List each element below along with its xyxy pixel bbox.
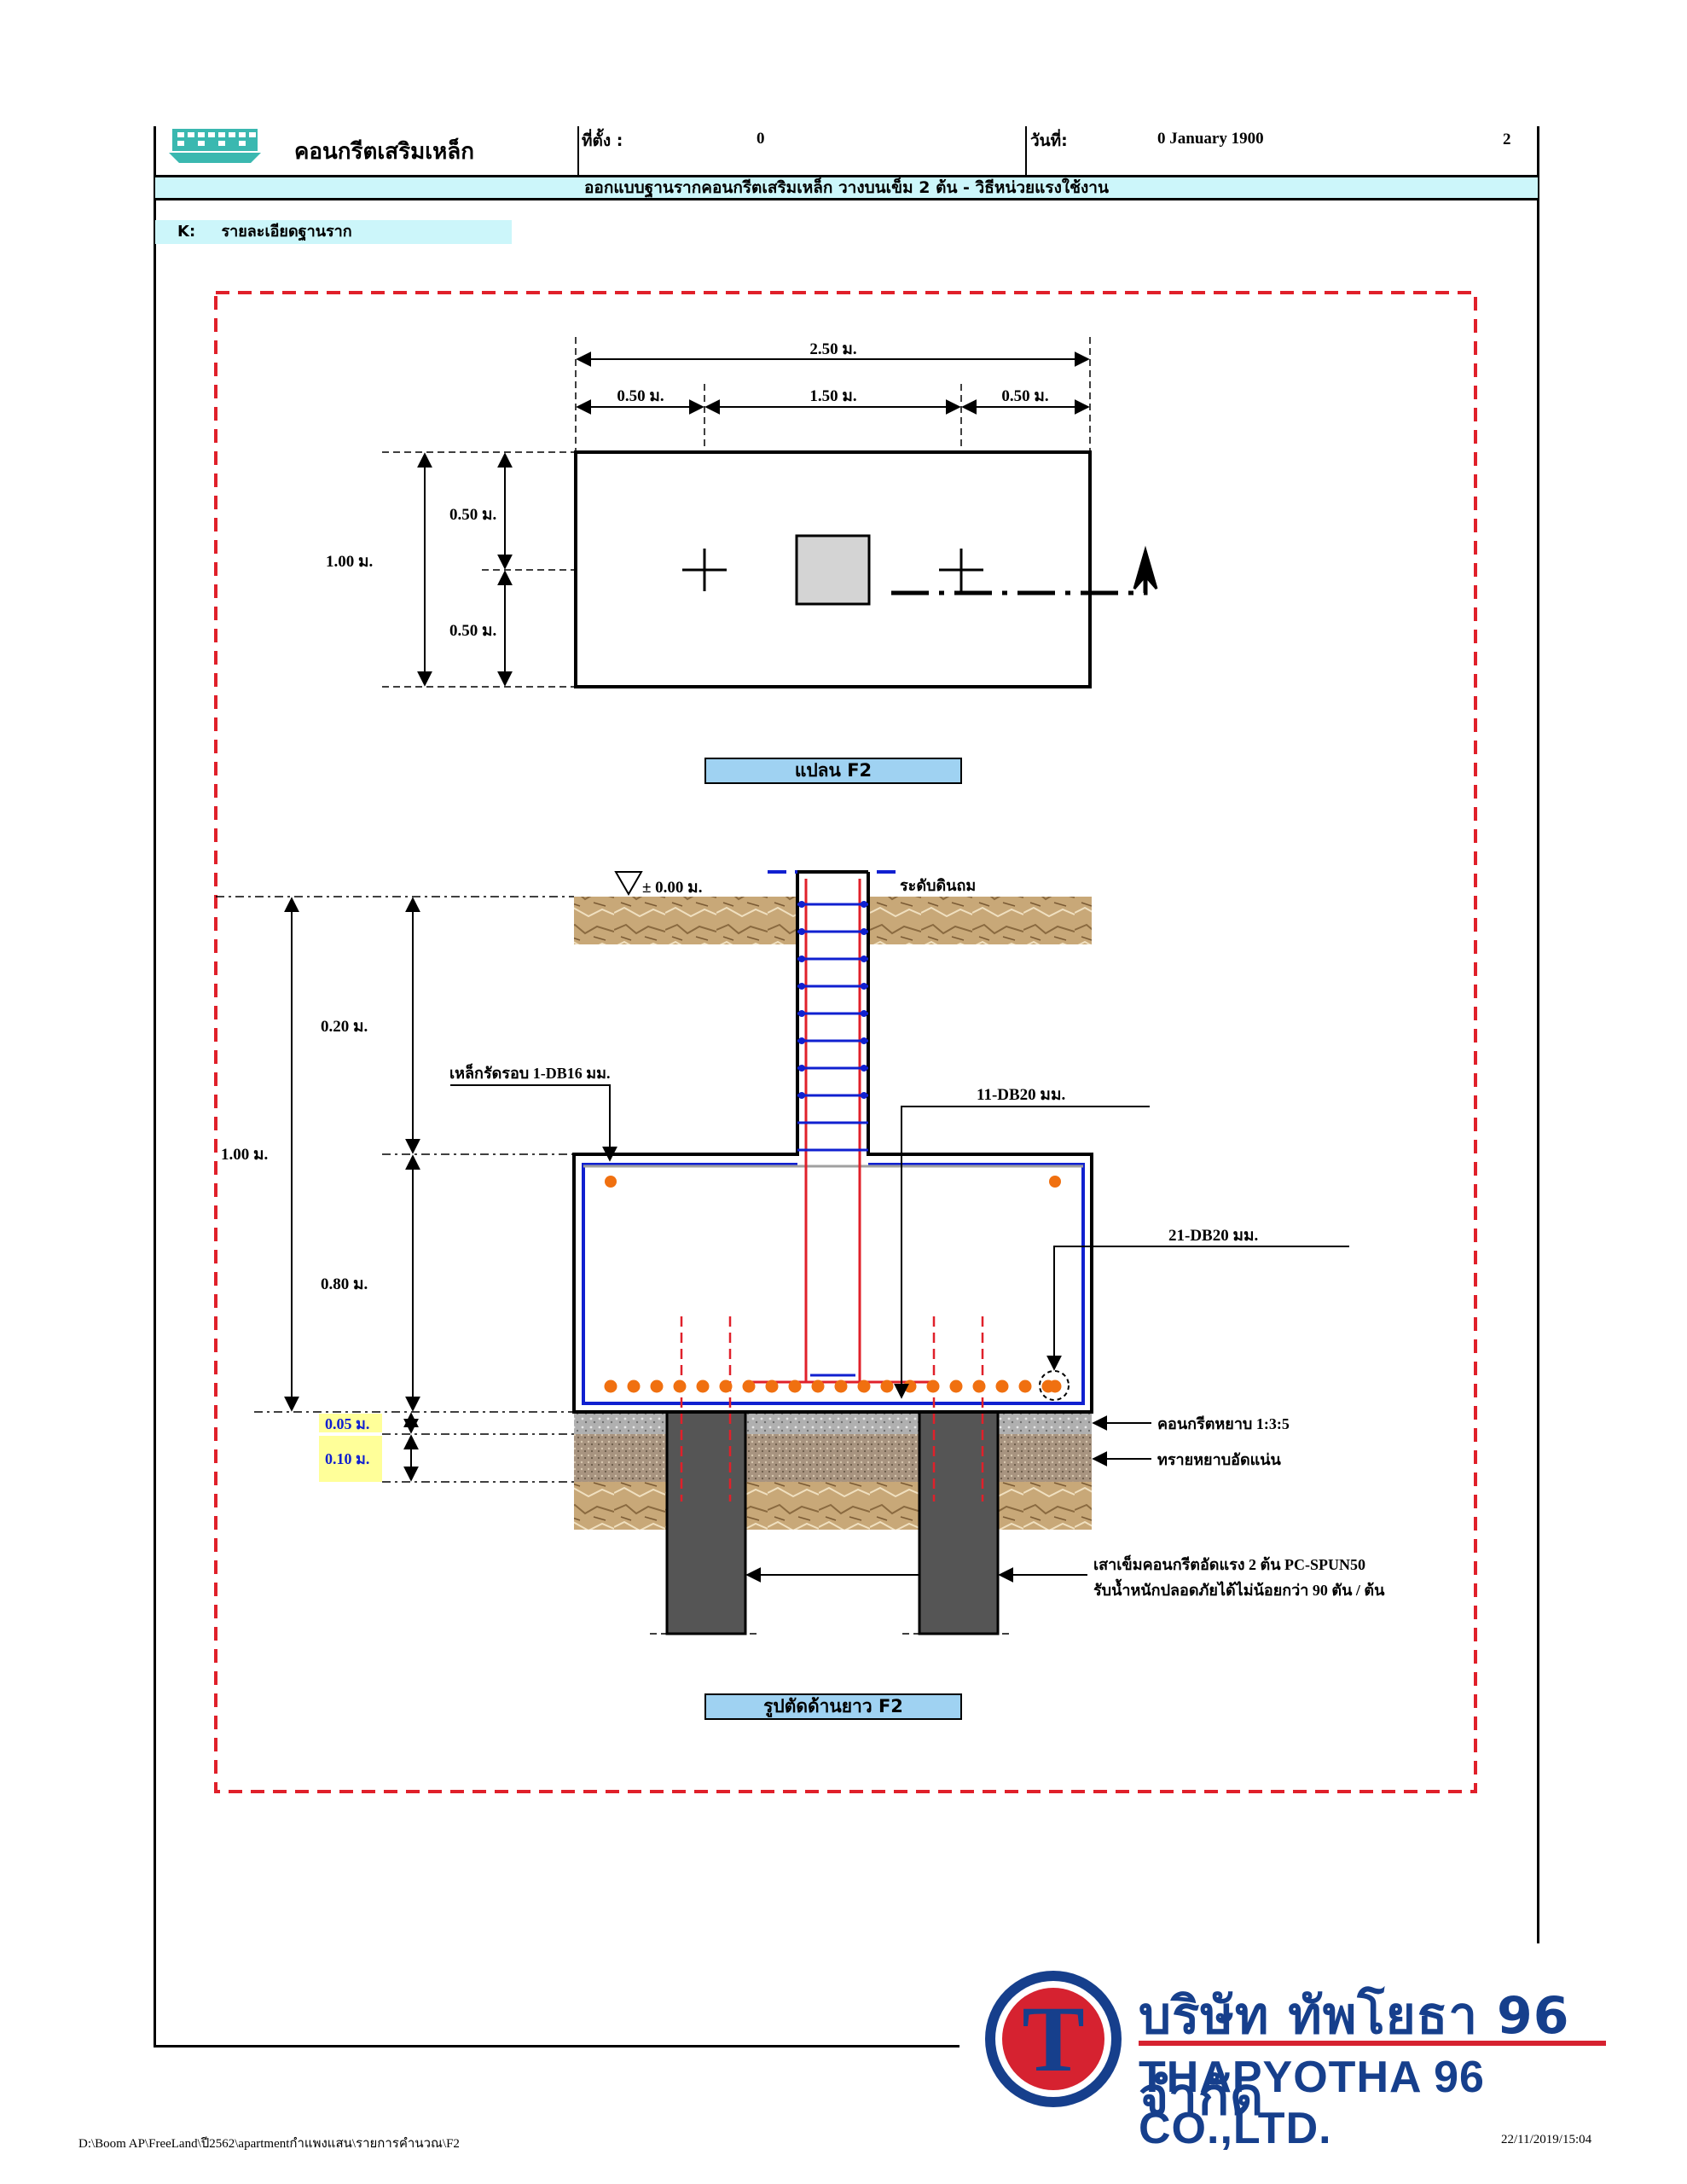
logo-underline bbox=[1139, 2041, 1606, 2046]
date-label: วันที่: bbox=[1030, 131, 1068, 150]
company-name-th: บริษัท ทัพโยธา 96 จำกัด bbox=[1139, 1986, 1570, 2127]
sand-dim-highlight bbox=[319, 1436, 382, 1482]
pile-right bbox=[918, 1400, 1000, 1635]
plan-caption: แปลน F2 bbox=[704, 758, 962, 784]
plan-dim-right: 0.50 ม. bbox=[1001, 387, 1048, 405]
top-bar-label: 11-DB20 มม. bbox=[977, 1086, 1065, 1104]
soil-top-right bbox=[868, 897, 1092, 944]
pile-label-1: เสาเข็มคอนกรีตอัดแรง 2 ต้น PC-SPUN50 bbox=[1093, 1554, 1365, 1573]
section-cut-line bbox=[891, 567, 1148, 595]
section-caption: รูปตัดด้านยาว F2 bbox=[704, 1693, 962, 1720]
column-ties bbox=[797, 903, 868, 1377]
plan-column bbox=[795, 534, 871, 606]
lean-concrete-layer bbox=[574, 1412, 1092, 1434]
section-footing-outline bbox=[572, 872, 1093, 1414]
frame-right bbox=[1537, 126, 1539, 1943]
bottom-bar-label: 21-DB20 มม. bbox=[1168, 1227, 1258, 1245]
sand-layer bbox=[574, 1434, 1092, 1482]
sand-label: ทรายหยาบอัดแน่น bbox=[1157, 1451, 1282, 1468]
lean-concrete-label: คอนกรีตหยาบ 1:3:5 bbox=[1157, 1415, 1290, 1432]
section-label: รายละเอียดฐานราก bbox=[221, 223, 352, 241]
column-bar-dots bbox=[798, 901, 867, 1099]
plan-pile-center-right bbox=[939, 549, 983, 591]
header-title: คอนกรีตเสริมเหล็ก bbox=[294, 139, 474, 165]
header-divider-1 bbox=[577, 126, 579, 175]
company-header-icon bbox=[169, 129, 261, 163]
company-name-en: THAPYOTHA 96 CO.,LTD. bbox=[1139, 2053, 1485, 2153]
section-dim-total-depth: 1.00 ม. bbox=[221, 1146, 268, 1164]
plan-dim-height-bottom: 0.50 ม. bbox=[449, 622, 496, 640]
plan-dim-total: 2.50 ม. bbox=[809, 340, 856, 358]
location-label: ที่ตั้ง : bbox=[582, 131, 623, 150]
pile-label-2: รับน้ำหนักปลอดภัยได้ไม่น้อยกว่า 90 ตัน /… bbox=[1093, 1578, 1385, 1599]
plan-pile-center-left bbox=[682, 549, 727, 591]
top-bar-leader bbox=[894, 1106, 1150, 1399]
section-bar: K: รายละเอียดฐานราก bbox=[155, 220, 512, 244]
plan-dim-left: 0.50 ม. bbox=[617, 387, 664, 405]
frame-bottom bbox=[154, 2045, 959, 2048]
print-timestamp: 22/11/2019/15:04 bbox=[1501, 2133, 1592, 2146]
section-dim-footing: 0.80 ม. bbox=[321, 1275, 368, 1293]
bottom-bars bbox=[604, 1380, 1062, 1393]
top-bar-left bbox=[605, 1176, 617, 1188]
ground-level-symbol bbox=[614, 871, 643, 897]
date-value: 0 January 1900 bbox=[1157, 130, 1264, 148]
bottom-bar-leader bbox=[1046, 1246, 1349, 1371]
section-dim-sand: 0.10 ม. bbox=[325, 1450, 369, 1467]
lean-dim-highlight bbox=[319, 1414, 382, 1432]
pile-embed-lines bbox=[680, 1316, 984, 1502]
stirrup-leader bbox=[450, 1084, 617, 1162]
section-cut-arrow bbox=[1133, 545, 1158, 590]
header-divider-2 bbox=[1025, 126, 1027, 175]
stirrup-label: เหล็กรัดรอบ 1-DB16 มม. bbox=[449, 1063, 610, 1082]
frame-left bbox=[154, 126, 156, 2048]
company-logo-mark: T bbox=[985, 1971, 1122, 2107]
plan-dim-mid: 1.50 ม. bbox=[809, 387, 856, 405]
bottom-bar-highlight bbox=[1039, 1370, 1070, 1401]
plan-dim-height-top: 0.50 ม. bbox=[449, 506, 496, 524]
location-value: 0 bbox=[757, 130, 765, 148]
soil-top-left bbox=[574, 897, 797, 944]
top-bar-right bbox=[1049, 1176, 1061, 1188]
section-dim-column: 0.20 ม. bbox=[321, 1018, 368, 1036]
soil-bottom bbox=[574, 1482, 1092, 1530]
section-dim-lean: 0.05 ม. bbox=[325, 1415, 369, 1432]
logo-mark-letter: T bbox=[1022, 1987, 1084, 2091]
pile-left bbox=[665, 1400, 747, 1635]
fill-level-text: ระดับดินถม bbox=[900, 877, 976, 894]
footing-stirrup bbox=[582, 1163, 1085, 1405]
file-path: D:\Boom AP\FreeLand\ปี2562\apartmentกำแพ… bbox=[78, 2137, 460, 2151]
drawing-border bbox=[214, 291, 1477, 1793]
design-banner: ออกแบบฐานรากคอนกรีตเสริมเหล็ก วางบนเข็ม … bbox=[155, 175, 1538, 200]
ground-level-text: ± 0.00 ม. bbox=[642, 879, 702, 897]
plan-dim-height-total: 1.00 ม. bbox=[326, 553, 373, 571]
section-code: K: bbox=[177, 223, 196, 241]
page-number: 2 bbox=[1503, 131, 1511, 148]
